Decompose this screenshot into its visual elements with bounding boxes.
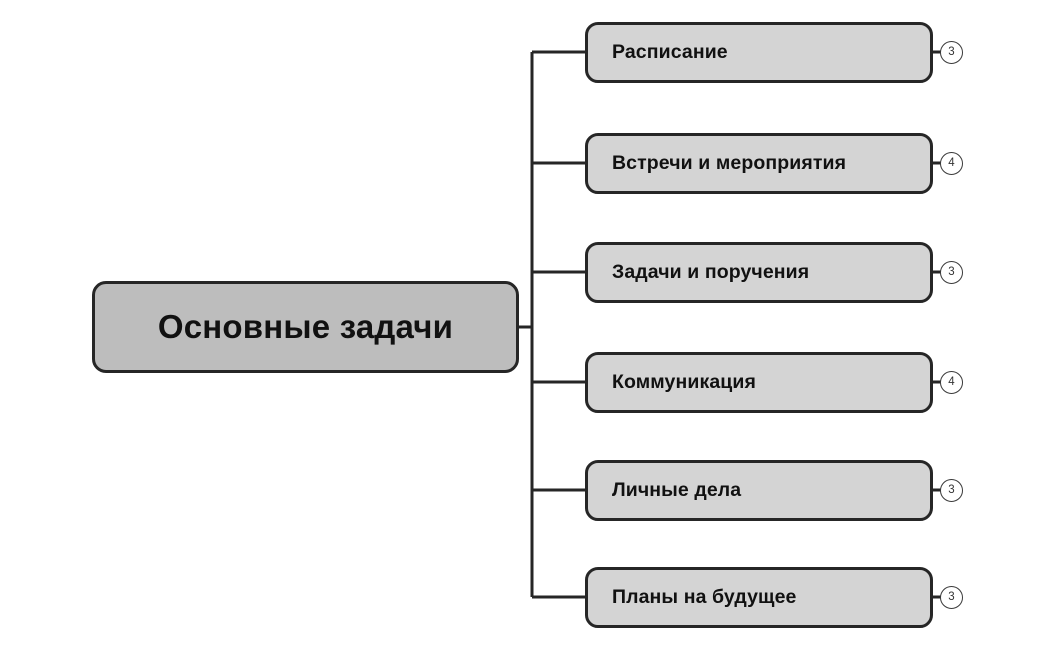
child-node-4[interactable]: Коммуникация — [585, 352, 933, 413]
child-node-4-badge-count: 4 — [948, 375, 955, 388]
child-node-5-label: Личные дела — [612, 479, 742, 501]
child-node-5[interactable]: Личные дела — [585, 460, 933, 521]
child-node-3-label: Задачи и поручения — [612, 261, 810, 283]
child-node-1-badge[interactable]: 3 — [940, 41, 963, 64]
child-node-2-badge-count: 4 — [948, 156, 955, 169]
root-node[interactable]: Основные задачи — [92, 281, 519, 373]
child-node-1-label: Расписание — [612, 41, 728, 63]
child-node-3-badge-count: 3 — [948, 265, 955, 278]
child-node-4-label: Коммуникация — [612, 371, 756, 393]
child-node-6-label: Планы на будущее — [612, 586, 797, 608]
child-node-2[interactable]: Встречи и мероприятия — [585, 133, 933, 194]
child-node-1-badge-count: 3 — [948, 45, 955, 58]
child-node-6-badge-count: 3 — [948, 590, 955, 603]
child-node-6-badge[interactable]: 3 — [940, 586, 963, 609]
child-node-6[interactable]: Планы на будущее — [585, 567, 933, 628]
child-node-4-badge[interactable]: 4 — [940, 371, 963, 394]
child-node-5-badge[interactable]: 3 — [940, 479, 963, 502]
child-node-2-badge[interactable]: 4 — [940, 152, 963, 175]
child-node-2-label: Встречи и мероприятия — [612, 152, 847, 174]
child-node-3-badge[interactable]: 3 — [940, 261, 963, 284]
root-node-label: Основные задачи — [157, 308, 454, 345]
child-node-1[interactable]: Расписание — [585, 22, 933, 83]
child-node-3[interactable]: Задачи и поручения — [585, 242, 933, 303]
child-node-5-badge-count: 3 — [948, 483, 955, 496]
